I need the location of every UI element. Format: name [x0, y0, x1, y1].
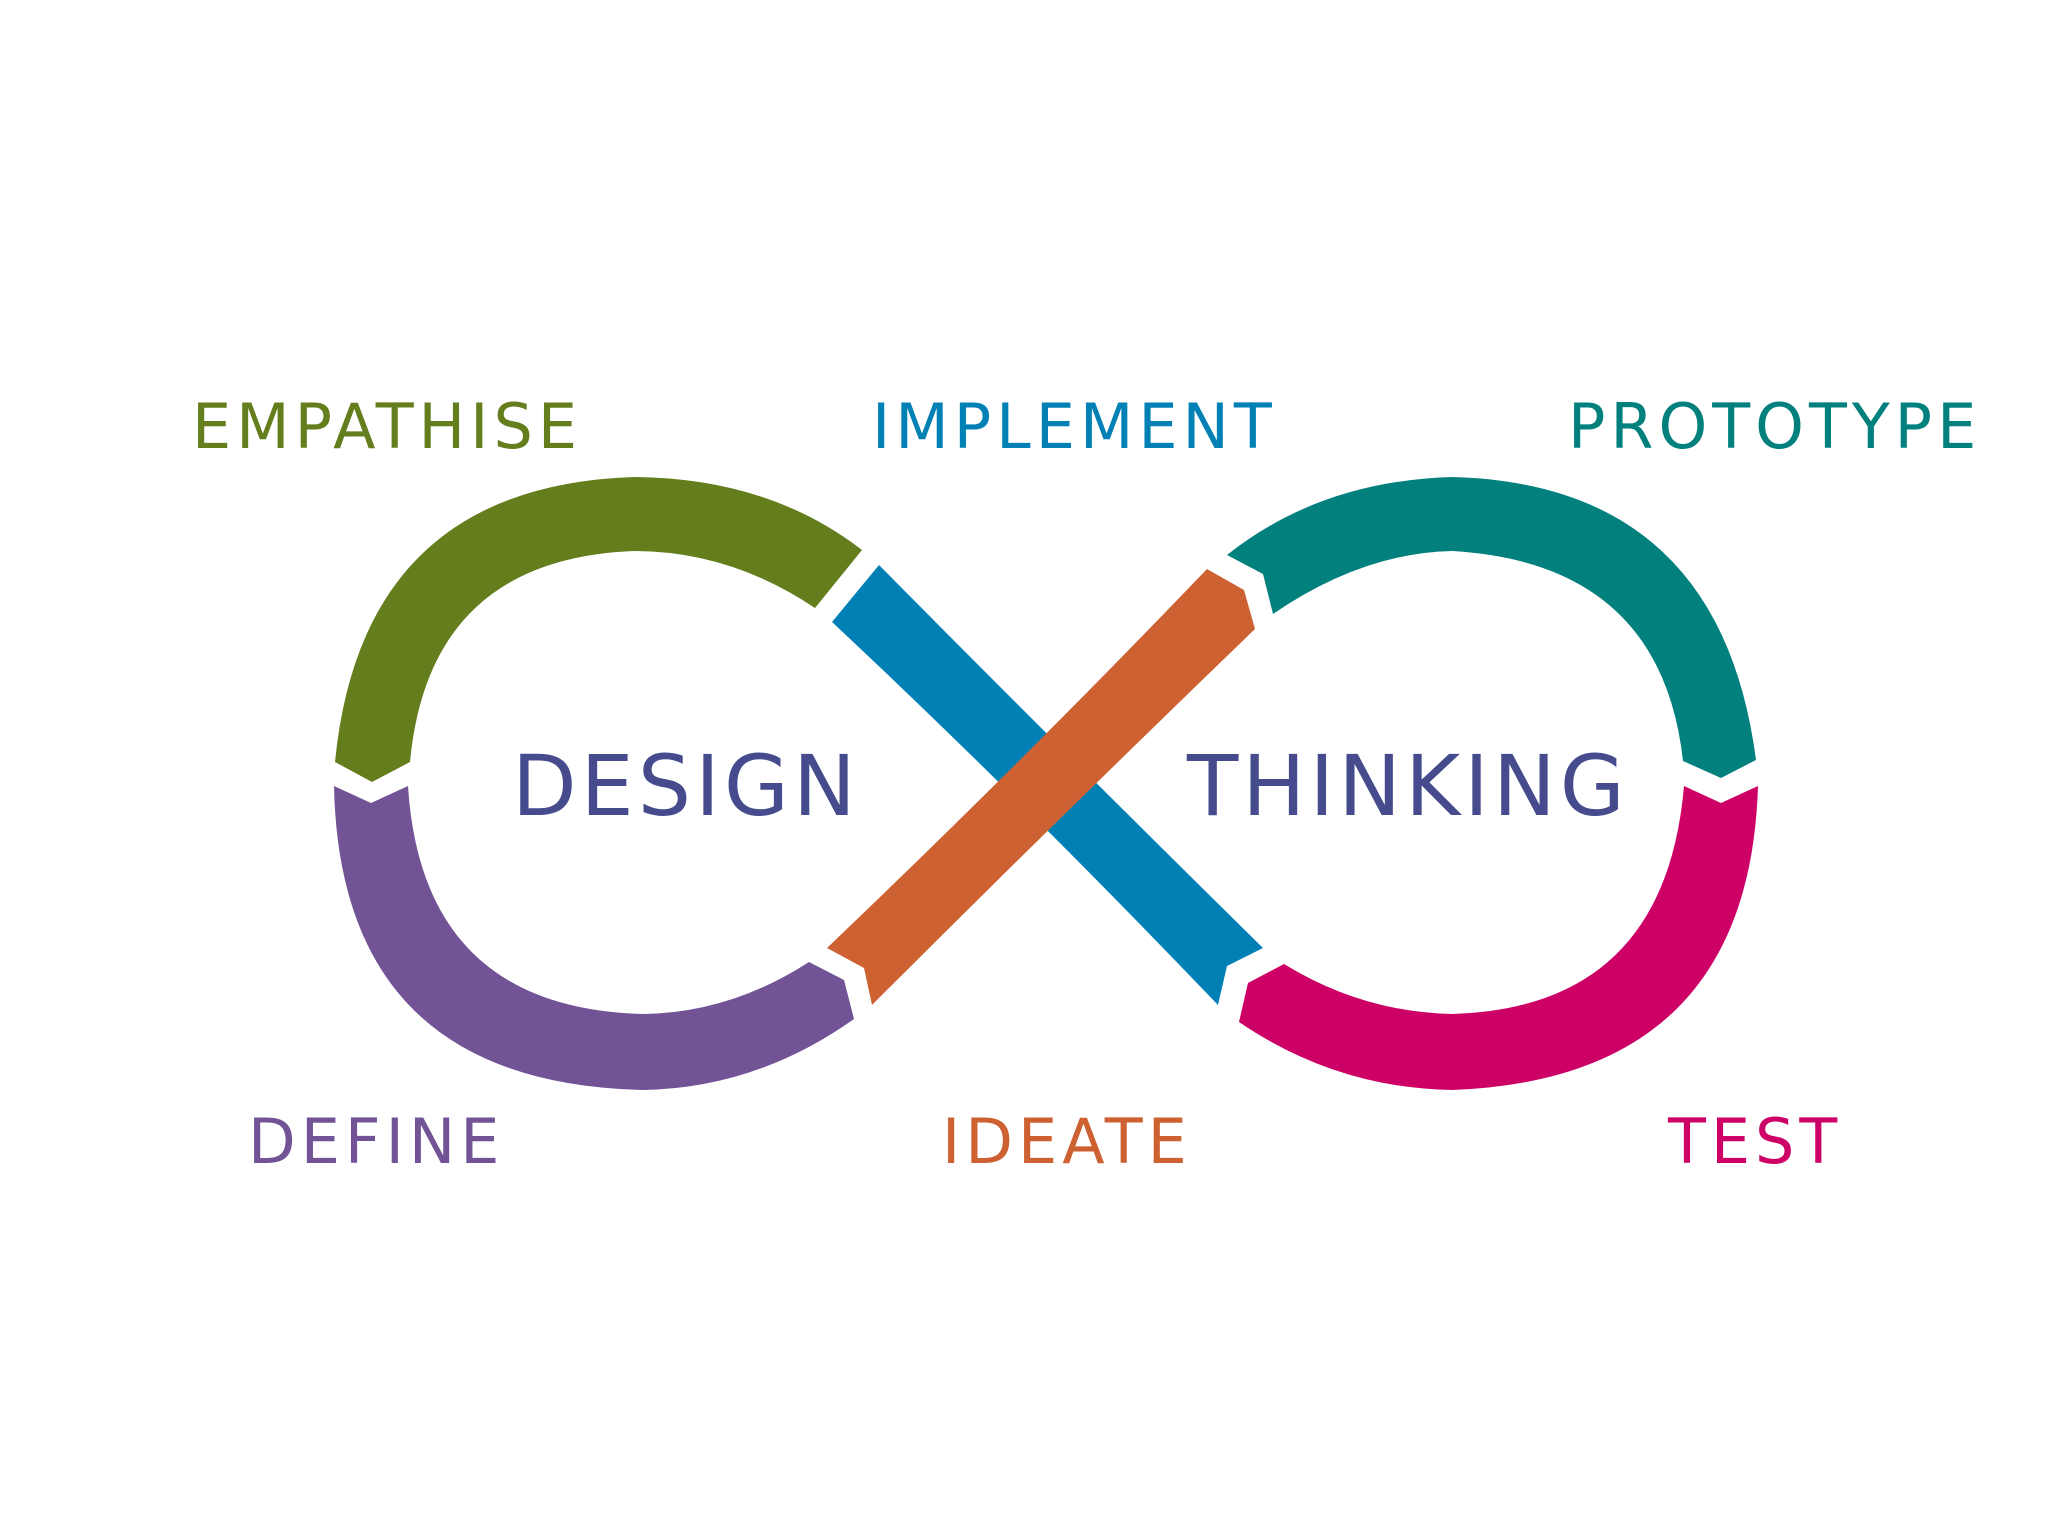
define-segment: [334, 786, 854, 1090]
ideate-segment: [827, 569, 1255, 1005]
empathise-segment: [335, 477, 862, 782]
thinking-title: THINKING: [1186, 737, 1629, 835]
prototype-segment: [1227, 477, 1756, 778]
design-title: DESIGN: [512, 737, 860, 835]
empathise-label: EMPATHISE: [192, 390, 582, 463]
test-label: TEST: [1667, 1105, 1842, 1178]
implement-label: IMPLEMENT: [872, 390, 1277, 463]
ideate-label: IDEATE: [942, 1105, 1192, 1178]
define-label: DEFINE: [248, 1105, 504, 1178]
test-segment: [1239, 786, 1758, 1090]
prototype-label: PROTOTYPE: [1568, 390, 1981, 463]
